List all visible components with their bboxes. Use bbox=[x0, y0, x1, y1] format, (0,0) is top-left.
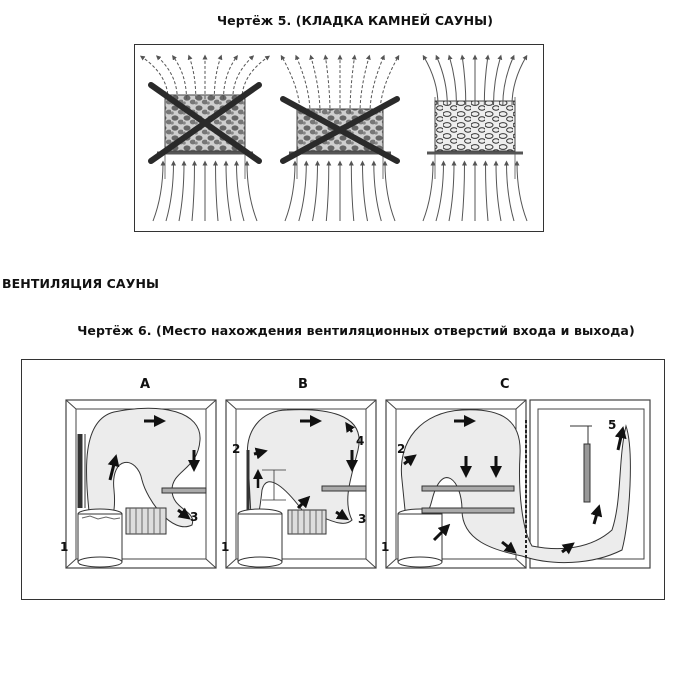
vent-panel-b-label: B bbox=[298, 377, 308, 392]
stone-panel-wrong-1 bbox=[139, 54, 271, 222]
vent-c-number-1: 1 bbox=[381, 540, 390, 554]
vent-b-number-2: 2 bbox=[232, 442, 241, 456]
vent-a-number-1: 1 bbox=[60, 540, 69, 554]
ventilation-diagram bbox=[65, 399, 651, 569]
vent-a-number-3: 3 bbox=[190, 510, 199, 524]
vent-panel-a bbox=[65, 399, 217, 569]
stone-panel-wrong-2 bbox=[280, 54, 400, 222]
vent-c-number-2: 2 bbox=[397, 442, 406, 456]
stone-panel-correct bbox=[422, 54, 528, 222]
vent-c-number-5: 5 bbox=[608, 418, 617, 432]
figure6-title: Чертёж 6. (Место нахождения вентиляционн… bbox=[77, 323, 635, 338]
figure5-frame bbox=[134, 44, 544, 232]
vent-b-number-4: 4 bbox=[356, 434, 365, 448]
vent-panel-b bbox=[225, 399, 377, 569]
vent-b-number-1: 1 bbox=[221, 540, 230, 554]
vent-panel-c-label: C bbox=[500, 377, 510, 392]
vent-panel-a-label: A bbox=[140, 377, 151, 392]
section-heading: ВЕНТИЛЯЦИЯ САУНЫ bbox=[2, 276, 160, 291]
figure6-frame: A B C 1 3 1 2 3 4 1 2 5 bbox=[21, 359, 665, 600]
vent-b-number-3: 3 bbox=[358, 512, 367, 526]
vent-panel-c bbox=[385, 399, 651, 569]
stones-diagram bbox=[139, 54, 528, 222]
figure5-title: Чертёж 5. (КЛАДКА КАМНЕЙ САУНЫ) bbox=[216, 13, 494, 28]
